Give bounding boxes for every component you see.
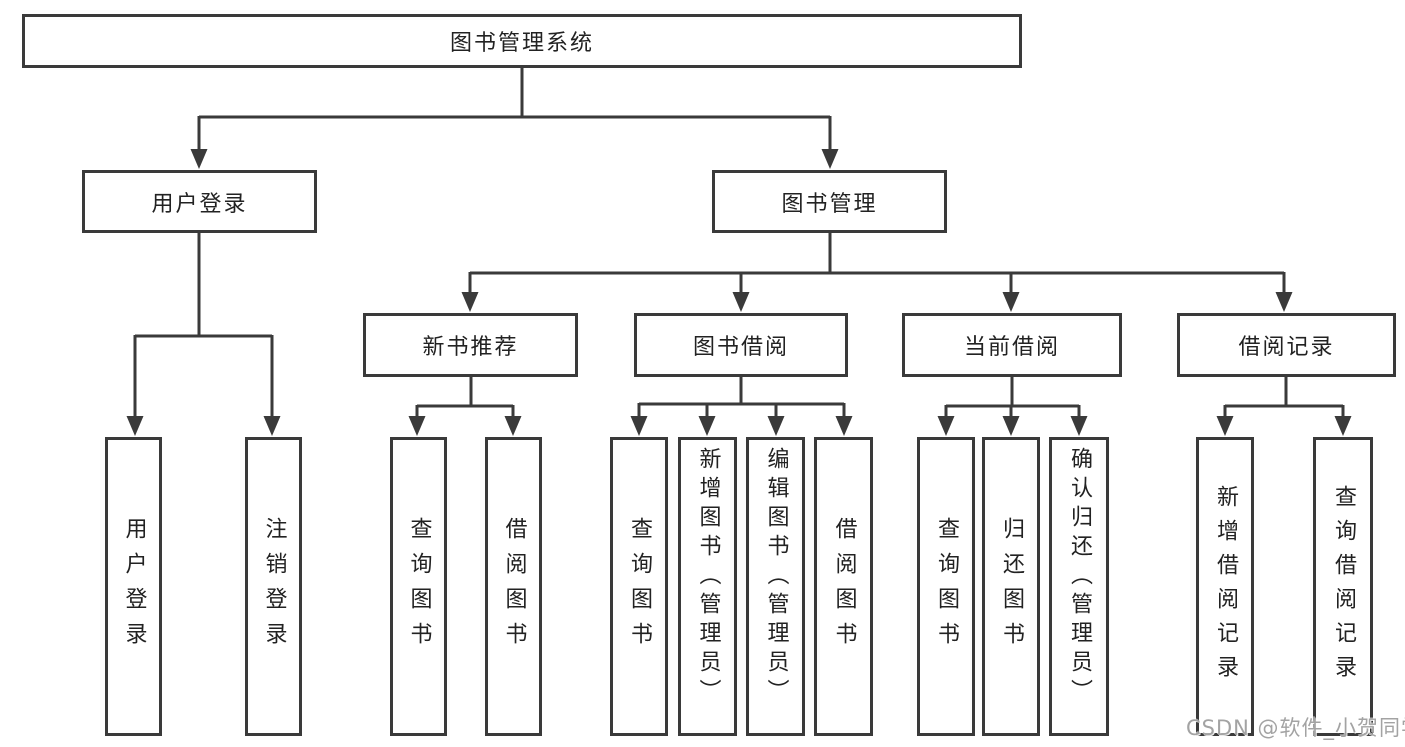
leaf-edit-books-admin: 编辑图书（管理员） bbox=[746, 437, 805, 736]
leaf-borrow-books-recommend-label: 借阅图书 bbox=[501, 516, 527, 657]
leaf-query-books-recommend-label: 查询图书 bbox=[406, 516, 432, 657]
leaf-logout: 注销登录 bbox=[245, 437, 302, 736]
node-book-borrow-label: 图书借阅 bbox=[692, 335, 789, 360]
node-current-borrow-label: 当前借阅 bbox=[963, 335, 1060, 360]
node-root-system-label: 图书管理系统 bbox=[449, 31, 594, 56]
node-book-management: 图书管理 bbox=[712, 170, 947, 233]
leaf-add-books-admin-label: 新增图书（管理员） bbox=[695, 447, 721, 708]
leaf-query-books-recommend: 查询图书 bbox=[390, 437, 447, 736]
node-user-login-label: 用户登录 bbox=[151, 191, 248, 217]
watermark-text: CSDN @软件_小贺同学 bbox=[1186, 716, 1405, 740]
leaf-confirm-return-admin-label: 确认归还（管理员） bbox=[1067, 447, 1092, 708]
leaf-query-borrow-record-label: 查询借阅记录 bbox=[1331, 484, 1356, 689]
node-user-login: 用户登录 bbox=[82, 170, 317, 233]
leaf-return-books-label: 归还图书 bbox=[999, 516, 1024, 657]
leaf-user-login: 用户登录 bbox=[105, 437, 162, 736]
leaf-add-books-admin: 新增图书（管理员） bbox=[678, 437, 737, 736]
leaf-confirm-return-admin: 确认归还（管理员） bbox=[1049, 437, 1109, 736]
leaf-add-borrow-record-label: 新增借阅记录 bbox=[1213, 484, 1238, 689]
arrowheads bbox=[126, 149, 1352, 436]
leaf-logout-label: 注销登录 bbox=[261, 516, 287, 657]
leaf-edit-books-admin-label: 编辑图书（管理员） bbox=[763, 447, 789, 708]
leaf-add-borrow-record: 新增借阅记录 bbox=[1196, 437, 1254, 736]
leaf-query-borrow-record: 查询借阅记录 bbox=[1313, 437, 1373, 736]
leaf-query-books-borrow-label: 查询图书 bbox=[627, 516, 652, 657]
node-root-system: 图书管理系统 bbox=[22, 14, 1022, 68]
leaf-query-books-current-label: 查询图书 bbox=[934, 516, 959, 657]
node-new-book-recommend: 新书推荐 bbox=[363, 313, 578, 377]
node-book-management-label: 图书管理 bbox=[781, 191, 878, 217]
leaf-borrow-books-recommend: 借阅图书 bbox=[485, 437, 542, 736]
node-new-book-recommend-label: 新书推荐 bbox=[422, 335, 519, 360]
leaf-query-books-current: 查询图书 bbox=[917, 437, 975, 736]
leaf-borrow-books: 借阅图书 bbox=[814, 437, 873, 736]
node-borrow-records-label: 借阅记录 bbox=[1238, 335, 1335, 360]
node-current-borrow: 当前借阅 bbox=[902, 313, 1122, 377]
node-borrow-records: 借阅记录 bbox=[1177, 313, 1396, 377]
leaf-borrow-books-label: 借阅图书 bbox=[831, 516, 857, 657]
node-book-borrow: 图书借阅 bbox=[634, 313, 848, 377]
leaf-user-login-label: 用户登录 bbox=[121, 516, 147, 657]
leaf-query-books-borrow: 查询图书 bbox=[610, 437, 668, 736]
leaf-return-books: 归还图书 bbox=[982, 437, 1040, 736]
